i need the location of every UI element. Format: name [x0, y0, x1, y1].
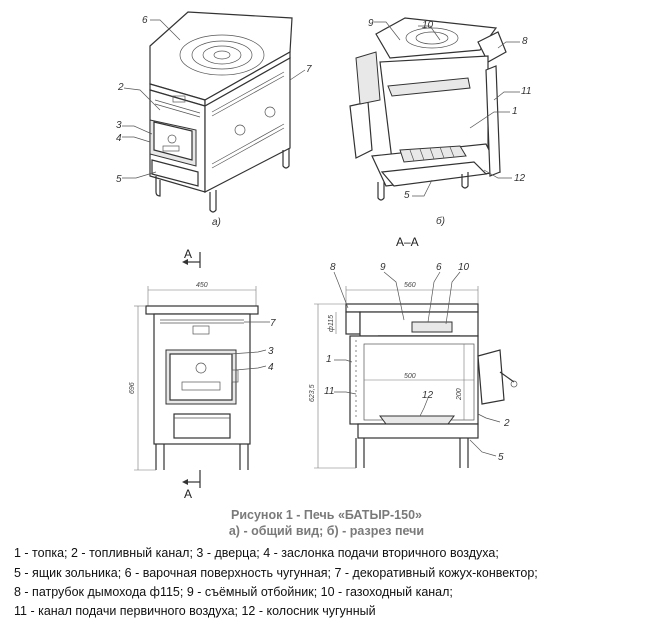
dim-width-front: 450: [196, 282, 208, 289]
view-label-b: б): [436, 215, 445, 227]
callout-1-b: 1: [512, 106, 518, 117]
callout-7-front: 7: [270, 318, 276, 329]
section-marker-bottom: А: [184, 487, 192, 501]
callout-2-section: 2: [503, 418, 510, 429]
callout-6-a: 6: [142, 15, 148, 26]
section-title: А–А: [396, 235, 419, 249]
callout-1-section: 1: [326, 354, 332, 365]
callout-8-b: 8: [522, 36, 528, 47]
section-a-a-view: [314, 271, 518, 469]
callout-5-a: 5: [116, 174, 122, 185]
callout-10-section: 10: [458, 262, 470, 273]
callout-6-section: 6: [436, 262, 442, 273]
callout-12-section: 12: [422, 390, 434, 401]
callout-12-b: 12: [514, 173, 526, 184]
isometric-general-view: [122, 11, 306, 213]
dim-height-side: 623,5: [309, 384, 316, 402]
callout-9-b: 9: [368, 18, 374, 29]
isometric-cutaway-view: [349, 17, 520, 201]
callout-8-section: 8: [330, 262, 336, 273]
technical-drawing: 6 7 2 3 4 5 а): [116, 11, 531, 501]
callout-4-front: 4: [268, 362, 274, 373]
callout-3-a: 3: [116, 120, 122, 131]
front-orthographic-view: [134, 252, 270, 488]
callout-5-b: 5: [404, 190, 410, 201]
callout-11-section: 11: [324, 386, 334, 397]
callout-3-front: 3: [268, 346, 274, 357]
dim-firebox-height: 200: [456, 388, 463, 401]
figure-caption-title: Рисунок 1 - Печь «БАТЫР-150»: [231, 508, 422, 522]
legend-line-2: 5 - ящик зольника; 6 - варочная поверхно…: [14, 566, 538, 580]
callout-4-a: 4: [116, 133, 122, 144]
view-label-a: а): [212, 217, 221, 228]
dim-height-front: 696: [129, 382, 136, 394]
callout-10-b: 10: [422, 20, 434, 31]
dim-firebox-depth: 500: [404, 373, 416, 380]
dim-chimney: ф115: [328, 315, 335, 332]
callout-7-a: 7: [306, 64, 312, 75]
legend-line-4: 11 - канал подачи первичного воздуха; 12…: [14, 604, 376, 618]
figure-caption-subtitle: а) - общий вид; б) - разрез печи: [228, 524, 425, 538]
legend-line-3: 8 - патрубок дымохода ф115; 9 - съёмный …: [14, 585, 453, 599]
callout-5-section: 5: [498, 452, 504, 463]
dim-depth-side: 560: [404, 282, 416, 289]
callout-11-b: 11: [521, 86, 531, 97]
callout-2-a: 2: [117, 82, 124, 93]
legend-line-1: 1 - топка; 2 - топливный канал; 3 - двер…: [14, 546, 499, 560]
section-marker-top: А: [184, 247, 192, 261]
callout-9-section: 9: [380, 262, 386, 273]
